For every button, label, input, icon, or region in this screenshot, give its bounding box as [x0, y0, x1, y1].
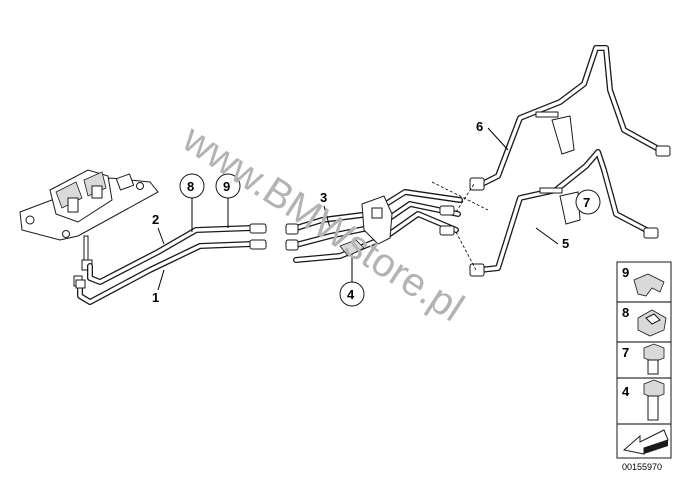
clip-icon: [633, 273, 665, 297]
callout-8: 8: [187, 179, 194, 194]
arrow-icon: [622, 429, 669, 455]
callout-circle-7: [575, 189, 601, 215]
callout-7: 7: [583, 195, 590, 210]
legend-label-9: 9: [622, 265, 629, 280]
valve-block: [19, 169, 159, 287]
callout-6: 6: [476, 119, 483, 134]
legend-label-4: 4: [622, 384, 630, 399]
callout-2: 2: [152, 212, 159, 227]
callout-3: 3: [320, 190, 327, 205]
watermark: www.BMWstore.pl: [174, 116, 471, 330]
hex-bolt-short-icon: [643, 343, 665, 375]
pipe-5: [469, 149, 659, 277]
pipe-group-left: [75, 223, 267, 305]
pipe-6: [469, 45, 671, 191]
nut-clip-icon: [637, 309, 667, 337]
connection-lines: [431, 181, 489, 271]
callouts: 2 1 8 9 3 4 6 7 5: [152, 119, 601, 307]
legend-panel: 9 8 7 4 00155970: [616, 261, 672, 472]
callout-9: 9: [223, 179, 230, 194]
legend-label-7: 7: [622, 345, 629, 360]
callout-5: 5: [562, 236, 569, 251]
pipe-group-center: [285, 189, 463, 263]
callout-1: 1: [152, 290, 159, 305]
hex-bolt-long-icon: [643, 379, 665, 421]
reference-number: 00155970: [622, 462, 662, 472]
callout-4: 4: [347, 287, 355, 302]
legend-label-8: 8: [622, 305, 629, 320]
